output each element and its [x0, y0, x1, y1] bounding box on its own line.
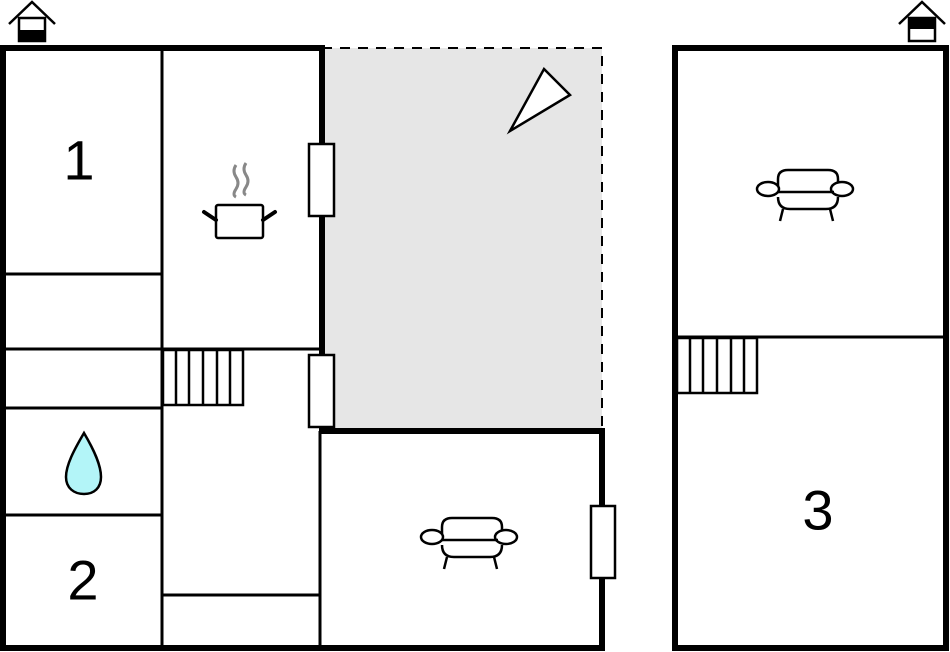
terrace-dashed-outline	[322, 47, 603, 431]
water-drop-icon	[64, 430, 103, 496]
terrace-area	[322, 48, 602, 431]
ground-floor-building: 1 2	[0, 0, 617, 651]
cooking-pot-icon	[202, 162, 277, 240]
stairs	[161, 348, 245, 407]
room-label-3: 3	[802, 479, 833, 542]
house-icon-upper-floor	[898, 0, 946, 43]
terrace-direction-icon	[506, 66, 573, 135]
upper-outer-walls	[672, 45, 949, 651]
upper-floor-building: 3	[672, 0, 949, 651]
door-living-room	[589, 504, 617, 580]
outer-walls	[0, 45, 605, 651]
house-icon-ground-floor	[8, 0, 56, 43]
room-label-1: 1	[63, 129, 94, 192]
door-hall-terrace	[307, 353, 336, 429]
sofa-icon	[419, 516, 519, 570]
stairs-upper	[675, 336, 759, 395]
room-label-2: 2	[67, 549, 98, 612]
door-kitchen-terrace	[307, 142, 336, 218]
interior-walls	[5, 48, 322, 648]
sofa-icon	[755, 168, 855, 222]
